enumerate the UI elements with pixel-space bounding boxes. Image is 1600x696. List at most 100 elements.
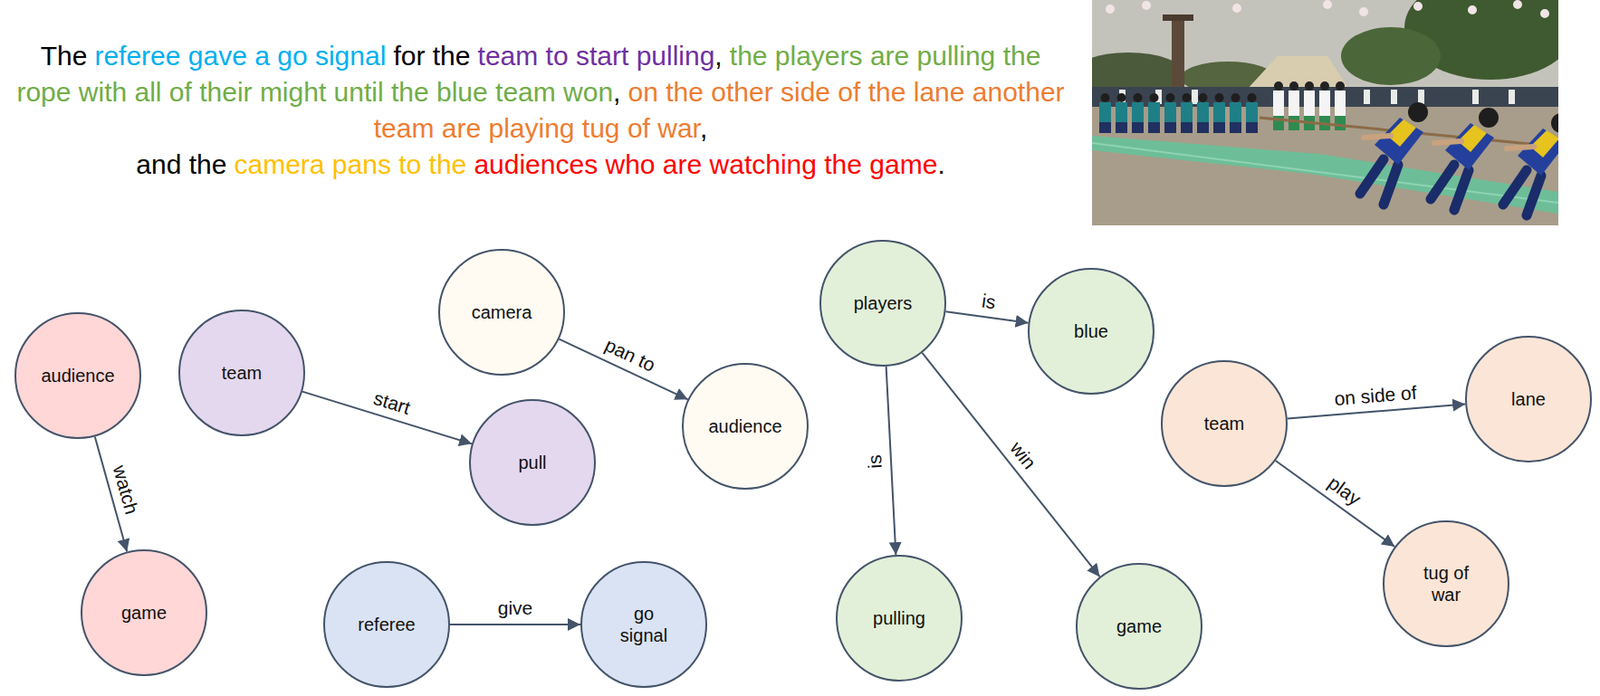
concept-node: camera xyxy=(438,249,566,376)
lane xyxy=(1092,135,1559,214)
sentence-phrase: , xyxy=(699,113,708,144)
concept-node: pull xyxy=(469,399,596,527)
node-label: go signal xyxy=(611,603,677,647)
right-player-jersey xyxy=(1387,119,1417,147)
sentence-phrase: team to start pulling xyxy=(478,40,716,71)
sentence-phrase: referee gave a go signal xyxy=(94,40,386,71)
edge-label: win xyxy=(1004,435,1043,475)
node-label: audience xyxy=(40,364,115,387)
edge-label: is xyxy=(978,288,999,315)
crowd-people xyxy=(1119,89,1515,105)
concept-node: lane xyxy=(1465,335,1592,463)
tree xyxy=(1341,27,1441,86)
caption-sentence: Thereferee gave a go signalfor the team t… xyxy=(10,38,1071,183)
concept-node: game xyxy=(1075,563,1203,690)
lane-stripe xyxy=(1092,143,1559,203)
node-label: team xyxy=(221,362,262,384)
official-heads xyxy=(1274,81,1345,91)
sentence-phrase: , xyxy=(613,76,621,107)
node-label: lane xyxy=(1511,388,1546,411)
node-label: referee xyxy=(357,613,415,636)
edge-label: pan to xyxy=(599,332,661,377)
arrow-connector xyxy=(95,436,127,552)
tower-top xyxy=(1162,14,1194,21)
concept-node: blue xyxy=(1027,268,1155,395)
concept-node: go signal xyxy=(580,561,708,689)
arrow-connector xyxy=(945,311,1028,323)
node-outline xyxy=(682,364,808,489)
node-label: audience xyxy=(708,415,782,438)
node-label: game xyxy=(121,602,167,624)
node-outline xyxy=(1383,521,1509,647)
official-shirts xyxy=(1273,90,1346,116)
photo-illustration xyxy=(1092,0,1559,226)
concept-node: referee xyxy=(323,561,451,689)
right-player-jersey xyxy=(1457,124,1487,153)
node-outline xyxy=(1076,564,1202,690)
node-outline xyxy=(439,249,565,375)
node-circle xyxy=(1382,520,1510,648)
concept-node: pulling xyxy=(835,555,963,682)
arrow-connector xyxy=(558,339,688,401)
right-team-legs xyxy=(1360,159,1542,216)
node-label: pulling xyxy=(872,607,926,630)
sentence-phrase: audiences who are watching the game xyxy=(473,149,938,180)
sentence-phrase: for the xyxy=(392,40,470,71)
node-outline xyxy=(820,240,946,366)
sentence-phrase: The xyxy=(40,40,88,71)
sentence-phrase: camera pans to the xyxy=(233,149,467,180)
edge-label: on side of xyxy=(1331,381,1419,412)
arrow-connector xyxy=(450,623,581,626)
node-outline xyxy=(836,555,962,681)
left-team-bodies xyxy=(1099,102,1258,123)
edge-label: give xyxy=(496,597,536,621)
node-label: camera xyxy=(471,301,533,324)
arrow-connector xyxy=(1287,404,1466,420)
node-outline xyxy=(15,313,141,439)
node-label: players xyxy=(853,292,912,315)
node-outline xyxy=(1465,336,1591,462)
node-label: tug of war xyxy=(1411,562,1481,606)
edge-label: start xyxy=(369,385,415,420)
left-team-heads xyxy=(1101,93,1257,103)
left-team-legs xyxy=(1099,122,1258,134)
node-label: team xyxy=(1204,412,1245,435)
node-outline xyxy=(1028,268,1154,394)
arrow-connector xyxy=(1275,460,1396,547)
arrow-connector xyxy=(302,392,472,445)
right-player-torso xyxy=(1374,117,1424,165)
concept-node: audience xyxy=(14,312,142,440)
concept-node: players xyxy=(819,239,947,367)
concept-node: team xyxy=(178,309,306,437)
right-player-torso xyxy=(1517,128,1559,176)
sentence-phrase: . xyxy=(937,149,945,180)
node-label: pull xyxy=(517,451,547,474)
node-label: game xyxy=(1116,615,1162,638)
right-team-arms xyxy=(1363,135,1534,149)
sentence-phrase: and the xyxy=(135,149,227,180)
node-outline xyxy=(324,562,450,688)
sentence-phrase: , xyxy=(714,40,722,71)
concept-node: audience xyxy=(681,363,809,490)
concept-node: game xyxy=(80,549,208,677)
edge-label: play xyxy=(1322,470,1367,512)
node-label: blue xyxy=(1073,320,1109,343)
right-player-jersey xyxy=(1530,130,1559,158)
concept-node: team xyxy=(1160,360,1288,488)
edge-label: watch xyxy=(107,461,144,519)
node-outline xyxy=(81,550,207,676)
node-outline xyxy=(1161,361,1287,487)
lanterns xyxy=(1105,0,1550,19)
tent xyxy=(1245,56,1351,91)
right-team-heads xyxy=(1408,102,1559,134)
right-player-torso xyxy=(1445,123,1495,171)
arrow-connector xyxy=(886,366,897,556)
node-outline xyxy=(469,400,595,526)
edge-label: is xyxy=(862,452,887,471)
concept-node: tug of war xyxy=(1382,520,1510,648)
node-circle xyxy=(580,561,708,689)
tower xyxy=(1171,16,1185,89)
node-outline xyxy=(179,310,305,436)
node-outline xyxy=(581,562,707,688)
